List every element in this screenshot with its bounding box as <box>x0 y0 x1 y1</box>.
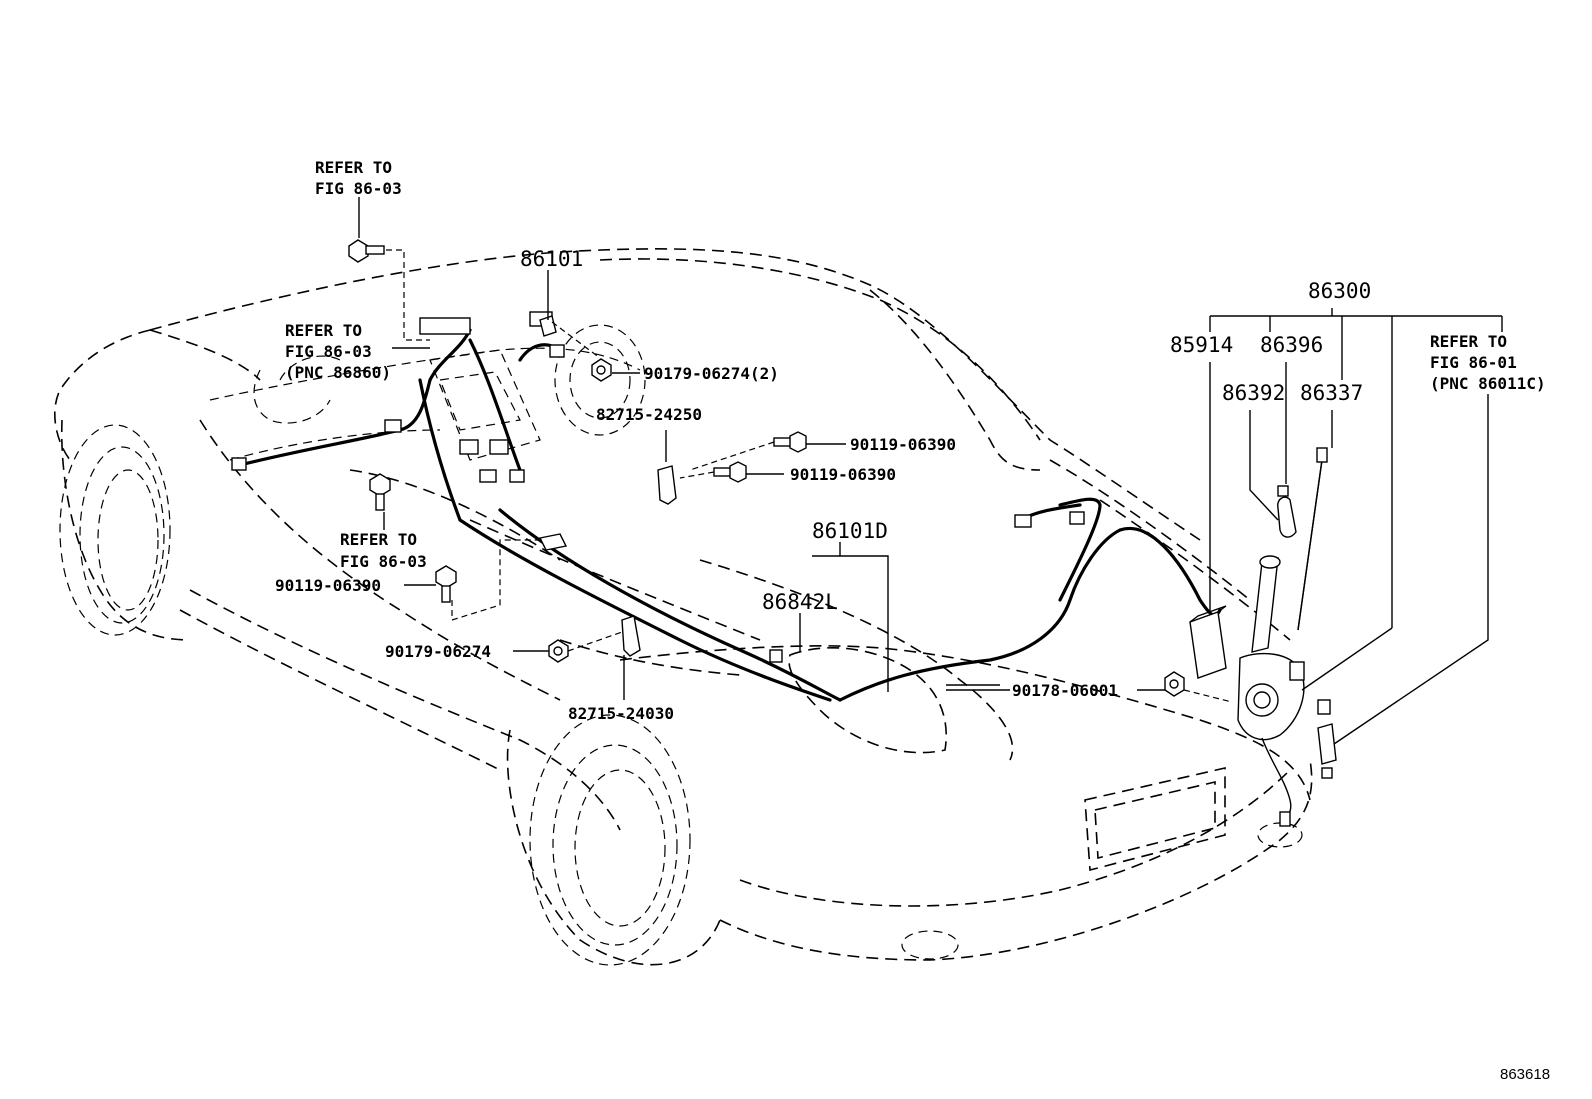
antenna-amplifier <box>1317 723 1337 765</box>
part-85914: 85914 <box>1170 333 1233 357</box>
car-body-outline <box>54 248 1313 966</box>
refer-fig-8603-top-line2: FIG 86-03 <box>315 179 402 198</box>
figure-number: 863618 <box>1500 1066 1550 1083</box>
refer-fig-8603-pnc-line3: (PNC 86860) <box>285 363 391 382</box>
part-86842l: 86842L <box>762 590 838 614</box>
connector <box>459 439 479 455</box>
part-86101: 86101 <box>520 247 583 271</box>
wire-harness <box>231 311 1222 702</box>
fasteners <box>348 239 1185 697</box>
bracket <box>538 533 568 551</box>
connector <box>1069 511 1085 525</box>
bracket <box>621 615 641 657</box>
refer-fig-8601-pnc-line1: REFER TO <box>1430 332 1507 351</box>
connector <box>1014 514 1032 528</box>
refer-fig-8601-pnc-line2: FIG 86-01 <box>1430 353 1517 372</box>
nut-icon <box>548 639 569 663</box>
part-86392: 86392 <box>1222 381 1285 405</box>
antenna-relay-box <box>1189 611 1227 679</box>
connector <box>479 469 497 483</box>
refer-fig-8603-top-line1: REFER TO <box>315 158 392 177</box>
refer-fig-8603-pnc-line2: FIG 86-03 <box>285 342 372 361</box>
bracket <box>657 465 677 505</box>
callout-labels: REFER TO FIG 86-03 REFER TO FIG 86-03 (P… <box>275 158 1550 1083</box>
part-90179-06274: 90179-06274 <box>385 642 491 661</box>
part-86337: 86337 <box>1300 381 1363 405</box>
bolt-icon <box>369 473 391 511</box>
connector <box>384 419 402 433</box>
connector <box>489 439 509 455</box>
part-82715-24250: 82715-24250 <box>596 405 702 424</box>
connector <box>549 344 565 358</box>
part-90119-06390-b: 90119-06390 <box>790 465 896 484</box>
refer-fig-8603-pnc-line1: REFER TO <box>285 321 362 340</box>
part-90178-06001: 90178-06001 <box>1012 681 1118 700</box>
bolt-icon <box>713 461 747 483</box>
part-90119-06390-a: 90119-06390 <box>850 435 956 454</box>
bolt-icon <box>348 239 385 263</box>
part-90179-06274-2: 90179-06274(2) <box>644 364 779 383</box>
part-86101d: 86101D <box>812 519 888 543</box>
antenna-cap <box>1277 496 1297 538</box>
part-86396: 86396 <box>1260 333 1323 357</box>
nut-icon <box>1164 671 1185 697</box>
bolt-icon <box>773 431 807 453</box>
antenna-assembly <box>1189 447 1337 827</box>
part-90119-06390-c: 90119-06390 <box>275 576 381 595</box>
connector <box>231 457 247 471</box>
part-82715-24030: 82715-24030 <box>568 704 674 723</box>
refer-fig-8603-left-line1: REFER TO <box>340 530 417 549</box>
connector <box>769 649 783 663</box>
connector <box>509 469 525 483</box>
refer-fig-8601-pnc-line3: (PNC 86011C) <box>1430 374 1546 393</box>
connector-block <box>419 317 471 335</box>
bolt-icon <box>435 565 457 603</box>
refer-fig-8603-left-line2: FIG 86-03 <box>340 552 427 571</box>
nut-icon <box>591 358 612 382</box>
leader-lines <box>358 197 1503 745</box>
part-86300: 86300 <box>1308 279 1371 303</box>
